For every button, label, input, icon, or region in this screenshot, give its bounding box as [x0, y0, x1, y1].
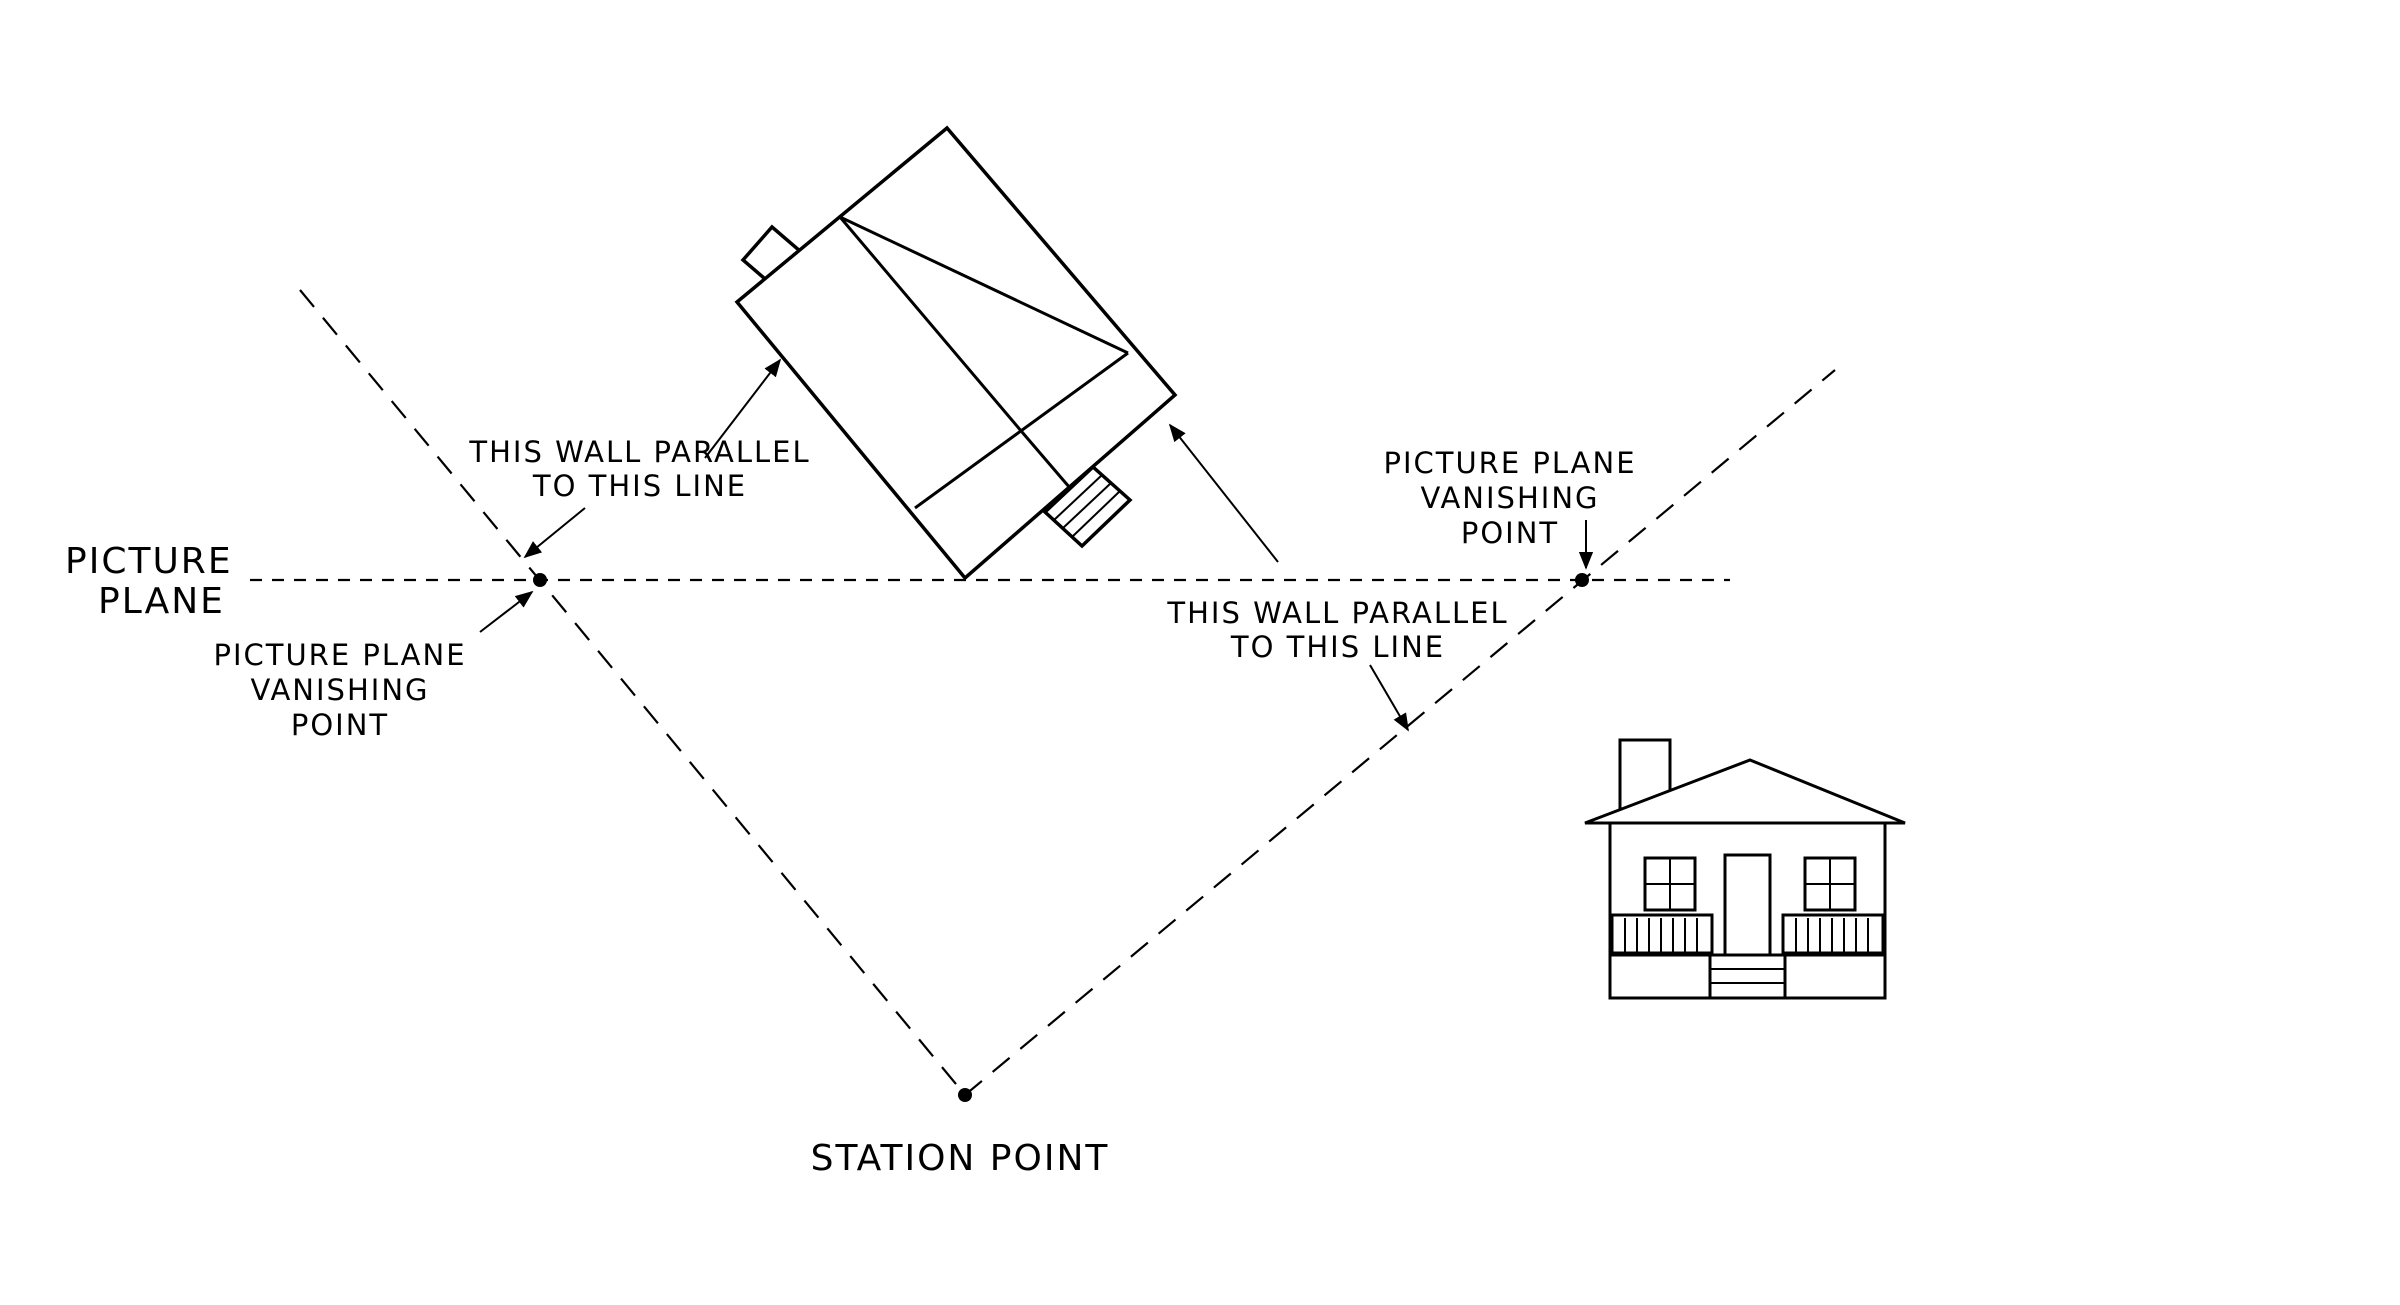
right-wall-arrow-bottom [1369, 664, 1409, 732]
left-wall-label-2: TO THIS LINE [532, 469, 747, 503]
picture-plane-label-2: PLANE [98, 581, 225, 622]
station-point-dot [958, 1088, 972, 1102]
left-sight-line [299, 289, 966, 1096]
left-wall-label-1: THIS WALL PARALLEL [468, 435, 810, 469]
porch-line [914, 351, 1129, 510]
wall-line-b [1020, 431, 1072, 489]
right-wall-arrow-top [1168, 423, 1279, 563]
building-plan [734, 125, 1178, 581]
left-wall-arrow [704, 358, 782, 459]
right-sight-line [964, 369, 1836, 1096]
picture-plane-label-1: PICTURE [65, 541, 233, 582]
house-elevation-icon [1584, 738, 1906, 1000]
left-vp-arrow-bottom [479, 590, 534, 633]
wall-line-a [838, 216, 1024, 433]
right-vanishing-point [1575, 573, 1589, 587]
ridge-line [839, 215, 1129, 355]
right-vp-label-2: VANISHING [1420, 481, 1599, 515]
right-wall-label-2: TO THIS LINE [1230, 630, 1445, 664]
left-vanishing-point [533, 573, 547, 587]
left-vp-label-1: PICTURE PLANE [213, 638, 466, 672]
left-vp-label-2: VANISHING [250, 673, 429, 707]
station-point-label: STATION POINT [811, 1138, 1110, 1179]
left-vp-arrow-top [523, 507, 586, 559]
right-vp-label-1: PICTURE PLANE [1383, 446, 1636, 480]
right-wall-label-1: THIS WALL PARALLEL [1166, 596, 1508, 630]
right-vp-label-3: POINT [1461, 516, 1559, 550]
left-vp-label-3: POINT [291, 708, 389, 742]
